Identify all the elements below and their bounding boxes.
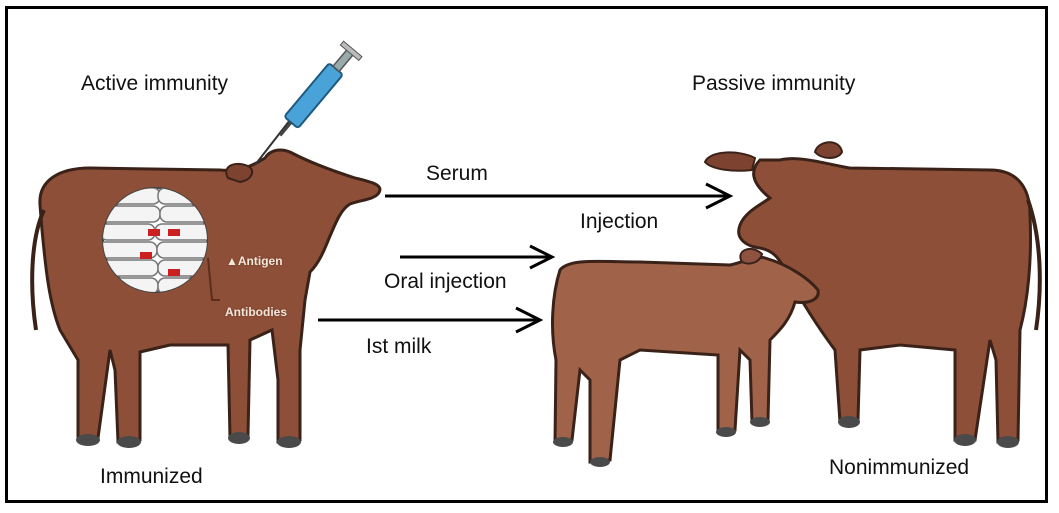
oral-injection-arrow [400, 246, 552, 268]
nonimmunized-cow-ear [815, 142, 842, 158]
blood-cell [148, 229, 160, 236]
calf-hoof [750, 417, 770, 427]
nonimmunized-cow-hoof [997, 436, 1019, 448]
immunized-label: Immunized [100, 466, 203, 487]
blood-cell [168, 229, 180, 236]
immunized-cow [32, 150, 380, 448]
serum-label: Serum [426, 163, 488, 184]
passive-immunity-label: Passive immunity [692, 73, 855, 94]
immunized-cow-hoof [117, 436, 141, 448]
calf [553, 249, 819, 467]
syringe-icon [255, 41, 362, 165]
calf-hoof [716, 427, 736, 437]
first-milk-label: Ist milk [366, 336, 431, 357]
immunized-cow-ear [226, 164, 252, 182]
nonimmunized-label: Nonimmunized [829, 457, 969, 478]
injection-label: Injection [580, 211, 658, 232]
immunized-cow-hoof [228, 432, 250, 444]
antibodies-label: Antibodies [225, 305, 287, 319]
active-immunity-label: Active immunity [81, 73, 228, 94]
calf-body [553, 257, 819, 462]
serum-arrow [385, 184, 730, 208]
immunized-cow-body [40, 150, 380, 442]
nonimmunized-cow-hoof [838, 416, 860, 428]
milk-arrow [318, 308, 540, 332]
blood-cell [140, 252, 152, 259]
nonimmunized-cow-hoof [954, 434, 976, 446]
calf-hoof [590, 457, 610, 467]
immunized-cow-hoof [277, 436, 301, 448]
calf-hoof [553, 437, 573, 447]
antigen-label: ▲Antigen [226, 254, 283, 268]
immunized-cow-hoof [76, 434, 100, 446]
blood-cell [168, 269, 180, 276]
nonimmunized-cow-ear [705, 152, 755, 170]
oral-injection-label: Oral injection [384, 271, 507, 292]
